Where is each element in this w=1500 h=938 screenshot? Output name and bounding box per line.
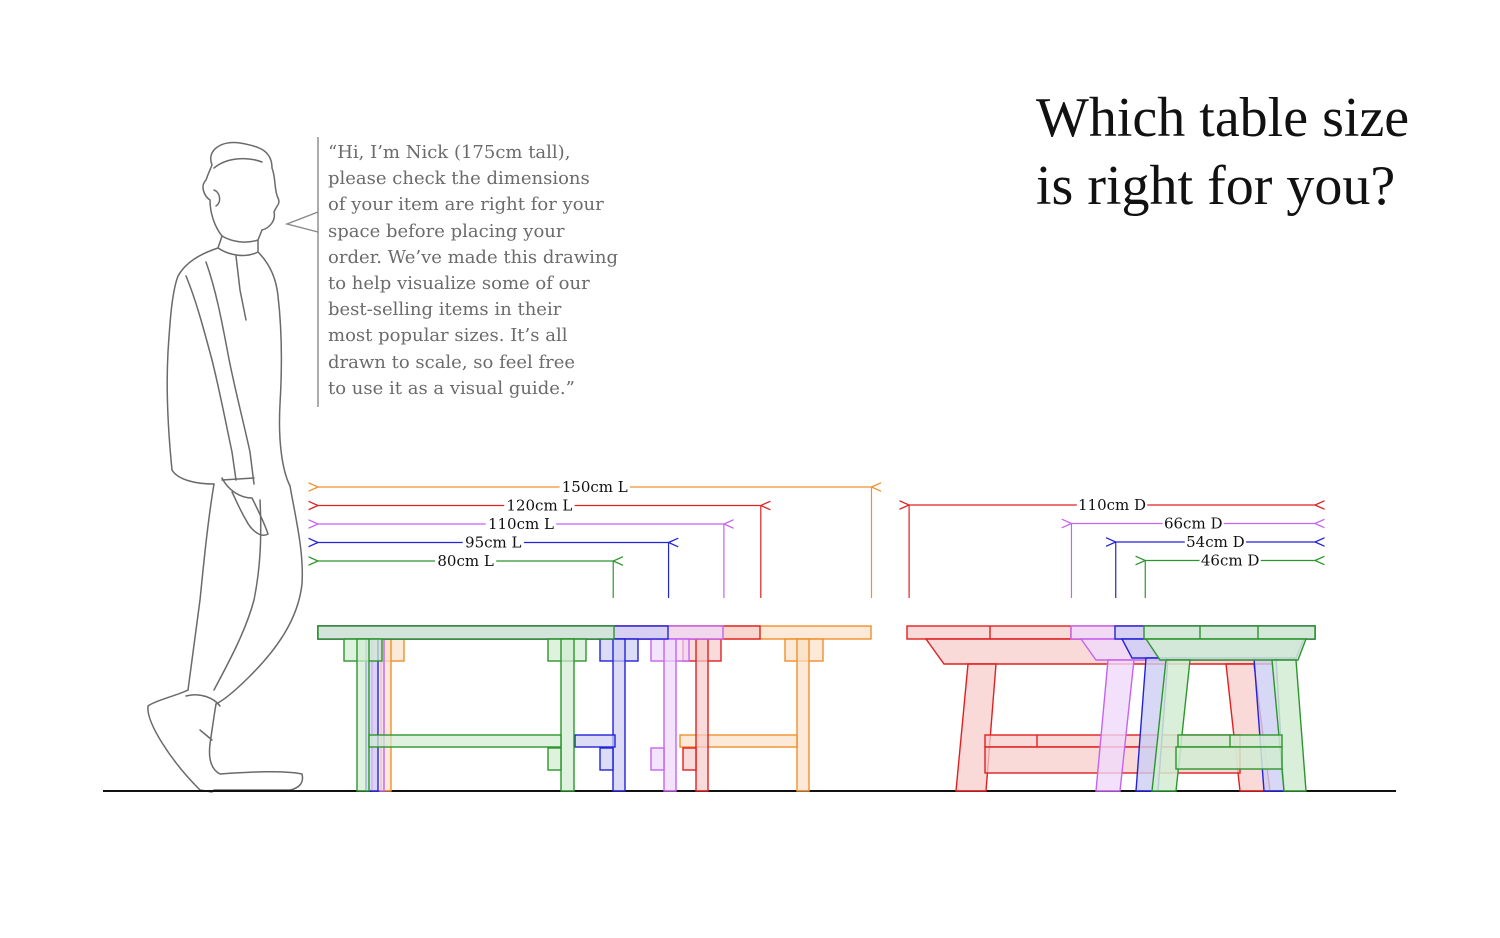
speech-icon — [284, 137, 319, 407]
depth-66-label: 66cm D — [1164, 515, 1223, 533]
depth-54-label: 54cm D — [1186, 533, 1245, 551]
quote-line: please check the dimensions — [328, 168, 590, 190]
length-110-label: 110cm L — [488, 515, 554, 533]
table-46-side — [1143, 625, 1316, 792]
length-80-label: 80cm L — [437, 552, 493, 570]
speech-text: “Hi, I’m Nick (175cm tall), please check… — [328, 140, 658, 402]
depth-46-label: 46cm D — [1201, 552, 1260, 570]
quote-line: drawn to scale, so feel free — [328, 351, 576, 373]
quote-line: of your item are right for your — [328, 194, 604, 216]
depth-46-dimension: 46cm D — [1145, 552, 1315, 598]
quote-line: “Hi, I’m Nick (175cm tall), — [328, 142, 571, 163]
quote-line: space before placing your — [328, 220, 565, 242]
depth-tables — [906, 625, 1316, 792]
length-95-label: 95cm L — [465, 534, 521, 552]
page-title: Which table size is right for you? — [1036, 84, 1486, 220]
length-80-dimension: 80cm L — [318, 552, 613, 598]
depth-54-dimension: 54cm D — [1116, 533, 1315, 598]
length-95-dimension: 95cm L — [318, 534, 669, 598]
depth-110-dimension: 110cm D — [909, 496, 1315, 598]
table-80-front — [317, 625, 615, 792]
length-150-dimension: 150cm L — [318, 478, 872, 598]
length-tables — [317, 625, 872, 792]
depth-66-dimension: 66cm D — [1071, 515, 1315, 598]
length-150-label: 150cm L — [562, 478, 628, 496]
length-120-label: 120cm L — [506, 497, 572, 515]
person-icon — [147, 141, 304, 793]
title-line-2: is right for you? — [1036, 155, 1396, 217]
quote-line: to use it as a visual guide.” — [328, 377, 575, 399]
table-150-front — [317, 625, 872, 792]
quote-line: most popular sizes. It’s all — [328, 325, 568, 347]
depth-110-label: 110cm D — [1078, 496, 1146, 514]
length-120-dimension: 120cm L — [318, 497, 761, 598]
length-110-dimension: 110cm L — [318, 515, 724, 598]
title-line-1: Which table size — [1036, 87, 1410, 149]
quote-line: order. We’ve made this drawing — [328, 246, 619, 268]
quote-line: best-selling items in their — [328, 299, 562, 321]
quote-line: to help visualize some of our — [328, 273, 590, 295]
